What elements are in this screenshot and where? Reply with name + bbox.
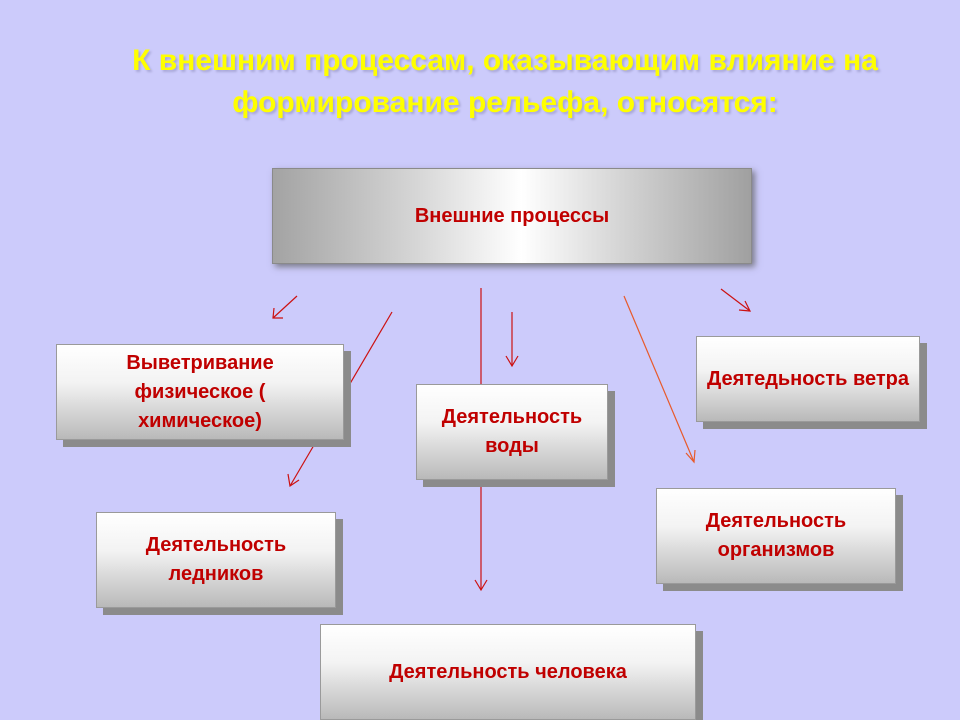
slide-title: К внешним процессам, оказывающим влияние…: [132, 44, 878, 119]
node-weathering: Выветривание физическое ( химическое): [56, 344, 344, 440]
node-weathering-label: Выветривание физическое ( химическое): [126, 351, 274, 432]
node-human: Деятельность человека: [320, 624, 696, 720]
node-human-label: Деятельность человека: [389, 660, 627, 683]
root-node-label: Внешние процессы: [414, 204, 610, 227]
node-water: Деятельность воды: [416, 384, 608, 480]
node-wind-label: Деятедьность ветра: [706, 367, 910, 390]
node-glaciers-label: Деятельность ледников: [145, 534, 287, 585]
root-node-external-processes: Внешние процессы: [272, 168, 752, 264]
node-wind: Деятедьность ветра: [696, 336, 920, 422]
arrow-to-weathering: [272, 295, 298, 319]
arrow-to-water: [505, 312, 519, 368]
node-glaciers: Деятельность ледников: [96, 512, 336, 608]
node-water-label: Деятельность воды: [441, 406, 583, 457]
arrow-to-organisms: [623, 295, 696, 464]
node-organisms-label: Деятельность организмов: [705, 510, 847, 561]
node-organisms: Деятельность организмов: [656, 488, 896, 584]
arrow-to-wind: [720, 288, 752, 312]
